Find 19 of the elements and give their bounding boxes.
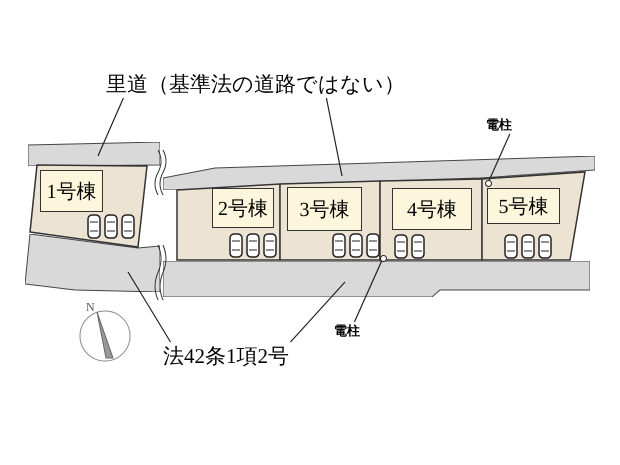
leader-line: [290, 282, 346, 342]
building-label: 4号棟: [407, 198, 457, 222]
house-footprint: [287, 187, 362, 231]
leader-line: [326, 98, 343, 176]
leader-line: [97, 98, 124, 156]
callout-text: 法42条1項2号: [163, 342, 313, 370]
building-label: 1号棟: [46, 180, 96, 204]
building-label: 2号棟: [218, 196, 268, 222]
north-label: N: [86, 300, 95, 315]
callout-text: 里道（基準法の道路ではない）: [106, 70, 396, 98]
callout-text: 電柱: [486, 116, 520, 134]
house-footprint: [487, 188, 560, 224]
house-footprint: [392, 188, 472, 230]
building-label: 3号棟: [300, 198, 350, 222]
house-footprint: [40, 170, 103, 212]
building-label: 5号棟: [498, 194, 548, 220]
house-footprint: [212, 188, 274, 228]
callout-text: 電柱: [334, 322, 368, 340]
leader-line: [127, 272, 172, 342]
